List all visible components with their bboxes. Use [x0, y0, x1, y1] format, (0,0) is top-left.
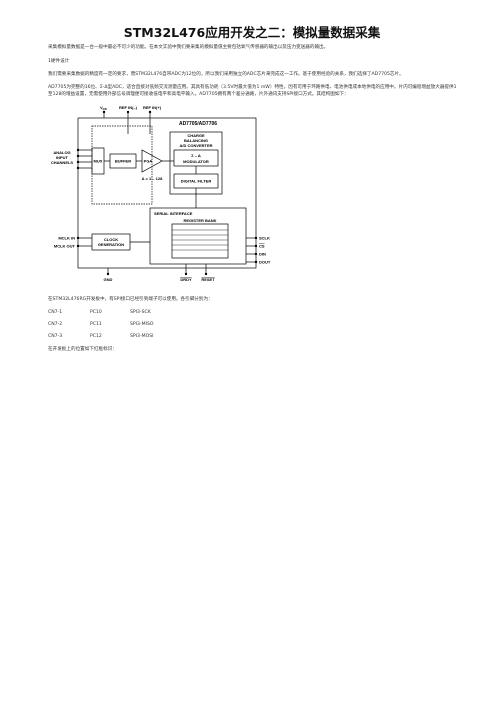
mux-label: MUX [94, 159, 103, 164]
clock-gen-label-2: GENERATION [98, 242, 124, 247]
modulator-label: MODULATOR [183, 159, 209, 164]
ref-in-plus-label: REF IN(+) [143, 105, 162, 110]
intro-paragraph: 采集模拟量数据是一台一般中最必不可少的功能。在本文实验中我们要采集的模拟量值主要… [48, 45, 329, 50]
pin-port: PC10 [90, 310, 102, 315]
pin-row: CN7-3 PC12 SPI3-MOSI [48, 334, 153, 339]
cs-label: CS [259, 244, 265, 249]
paragraph-ad7705-description: AD7705为完整的16位、Σ-Δ型ADC，适合直接对低频交流测量应用。其具有低… [48, 85, 457, 97]
pga-label: PGA [144, 159, 153, 164]
dout-label: DOUT [259, 260, 271, 265]
register-bank-label: REGISTER BANK [183, 218, 216, 223]
charge-label-1: CHARGE [187, 133, 205, 138]
paragraph-adc-choice: 我们需要采集数据的精度有一定的要求，而STM32L476自带ADC为12位的，所… [48, 72, 404, 77]
mclk-out-label: MCLK OUT [54, 244, 76, 249]
paragraph-board-location: 在开发板上的位置如下红框标识： [48, 347, 117, 352]
gnd-label: GND [104, 277, 113, 282]
paragraph-spi-pins: 在STM32L476RG开发板中，有SPI接口已经引到端子可以使用。各引脚分别为… [48, 297, 213, 302]
pin-row: CN7-1 PC10 SPI3-SCK [48, 310, 151, 315]
pin-port: PC12 [90, 334, 102, 339]
pin-port: PC11 [90, 322, 102, 327]
clock-gen-label-1: CLOCK [104, 237, 118, 242]
vdd-label: VDD [100, 105, 107, 111]
analog-input-label-1: ANALOG [53, 150, 70, 155]
drdy-label: DRDY [180, 277, 192, 282]
digital-filter-label: DIGITAL FILTER [181, 179, 212, 184]
charge-label-2: BALANCING [184, 138, 208, 143]
register-bank-block [171, 223, 229, 259]
sigma-delta-label: Σ – Δ [191, 153, 201, 158]
pin-function: SPI3-MOSI [130, 334, 154, 339]
pin-row: CN7-2 PC11 SPI3-MISO [48, 322, 153, 327]
reset-label: RESET [201, 277, 215, 282]
pin-connector: CN7-2 [48, 322, 63, 327]
ref-in-minus-label: REF IN(–) [119, 105, 138, 110]
serial-interface-label: SERIAL INTERFACE [154, 211, 193, 216]
mclk-in-label: MCLK IN [58, 236, 75, 241]
buffer-label: BUFFER [115, 159, 131, 164]
serial-interface-block [149, 207, 247, 265]
gain-label: A = 1 – 128 [142, 176, 163, 181]
document-title: STM32L476应用开发之二：模拟量数据采集 [123, 25, 381, 40]
ad7705-block-diagram: AD7705/AD7706 VDD REF IN(–) REF IN(+) AN… [51, 105, 271, 282]
pin-connector: CN7-3 [48, 334, 63, 339]
chip-outline [77, 117, 257, 269]
analog-input-label-2: INPUT [56, 155, 69, 160]
sclk-label: SCLK [259, 236, 270, 241]
pin-function: SPI3-SCK [130, 310, 151, 315]
pin-function: SPI3-MISO [130, 322, 154, 327]
analog-input-label-3: CHANNELS [51, 160, 74, 165]
chip-name-label: AD7705/AD7706 [179, 121, 217, 127]
charge-label-3: A/D CONVERTER [179, 143, 212, 148]
section-heading: 1硬件设计 [48, 59, 70, 64]
pin-connector: CN7-1 [48, 310, 63, 315]
din-label: DIN [259, 252, 266, 257]
